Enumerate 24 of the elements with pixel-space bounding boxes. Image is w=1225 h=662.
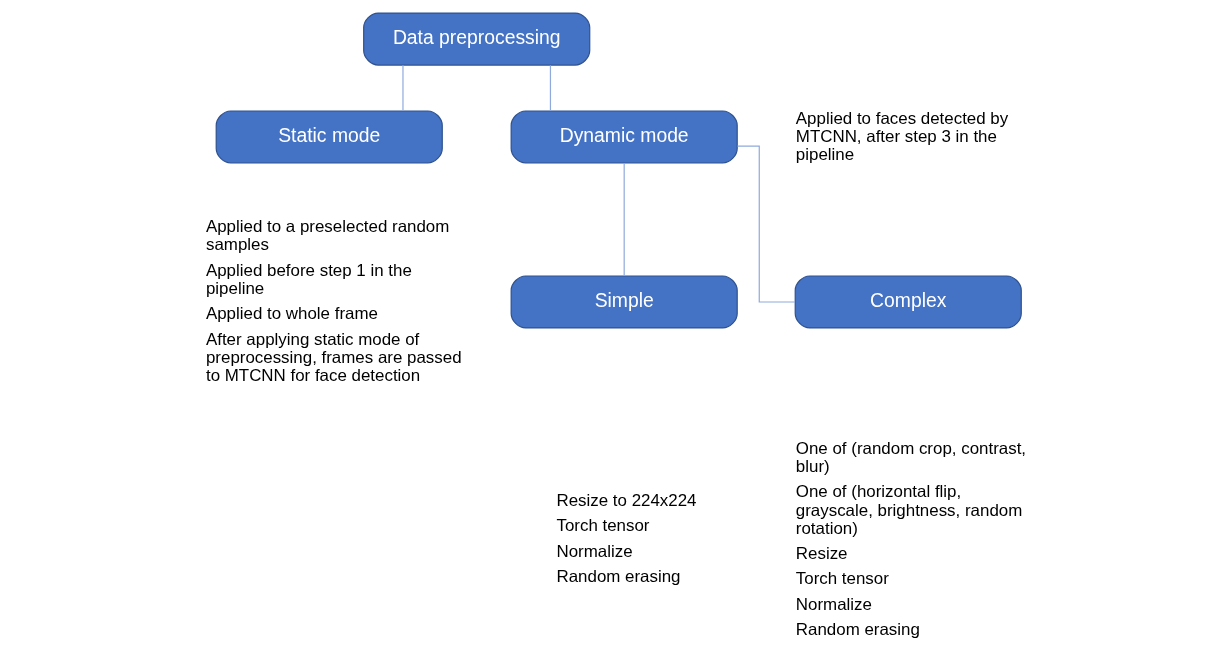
connector [623,162,625,277]
node-label: Applied to a preselected random samples [205,217,449,255]
node-label: Random erasing [555,567,681,587]
node-label: Torch tensor [795,569,889,589]
node-label: Applied to faces detected by MTCNN, after step 3 in the pipeline [795,108,1008,165]
node-box: Complex [794,275,1022,329]
node-label: After applying static mode of preprocessing, frames are passed to MTCNN for face detection [205,329,462,385]
node-box: Dynamic mode [510,110,738,164]
connector [401,64,404,112]
node-label: Normalize [555,541,633,561]
node-label: One of (horizontal flip, grayscale, brightness, random rotation) [795,482,1022,538]
node-box: Simple [510,275,738,329]
node-label: Random erasing [795,620,920,640]
node-label: Resize [795,544,848,564]
node-label: Torch tensor [555,516,650,536]
node-box: Data preprocessing [362,12,590,66]
node-label: Normalize [795,594,872,614]
node-label: One of (random crop, contrast, blur) [795,438,1026,477]
node-label: Applied to whole frame [205,304,378,324]
connector [549,64,551,112]
node-label: Resize to 224x224 [555,490,697,510]
connector [736,145,796,303]
node-label: Applied before step 1 in the pipeline [205,260,412,298]
node-box: Static mode [215,110,443,164]
